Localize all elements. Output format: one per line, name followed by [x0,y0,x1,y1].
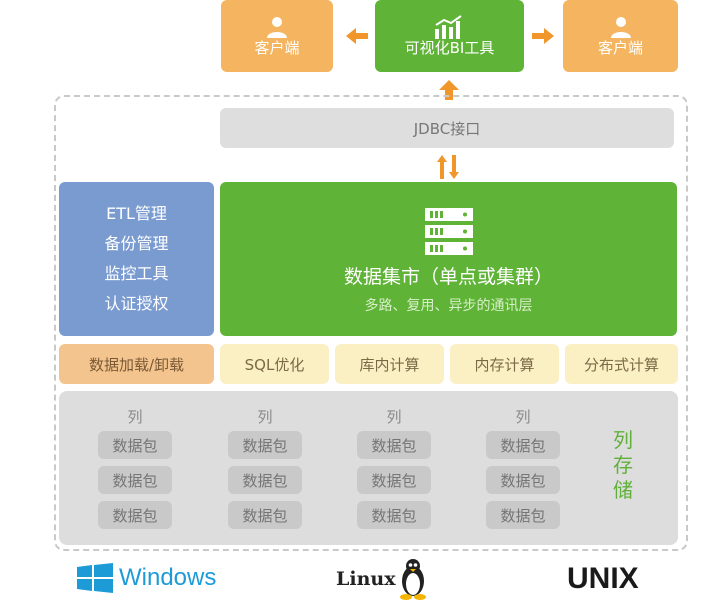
windows-logo: Windows [77,562,216,594]
windows-text: Windows [119,564,217,591]
column-store-char: 列 [613,428,633,452]
client-right-box: 客户端 [563,0,678,72]
management-item-monitor: 监控工具 [104,264,169,283]
data-packet: 数据包 [228,431,302,459]
data-packet: 数据包 [98,466,172,494]
data-load-unload: 数据加载/卸载 [59,344,214,384]
data-packet: 数据包 [486,431,560,459]
bidirectional-arrow-icon [437,155,459,179]
arrow-right-icon [532,28,554,44]
data-packet: 数据包 [228,466,302,494]
unix-text: UNIX [567,562,639,595]
feature-sql-optimize: SQL优化 [220,344,329,384]
storage-column-2: 列 数据包 数据包 数据包 [225,406,305,529]
arrow-left-icon [346,28,368,44]
management-item-backup: 备份管理 [104,234,169,253]
feature-in-db-compute: 库内计算 [335,344,444,384]
linux-logo: Linux [336,557,430,601]
data-mart-title: 数据集市（单点或集群） [343,266,553,288]
management-panel: ETL管理 备份管理 监控工具 认证授权 [59,182,214,336]
data-packet: 数据包 [98,431,172,459]
client-right-label: 客户端 [597,39,643,57]
column-header: 列 [127,408,143,426]
storage-column-1: 列 数据包 数据包 数据包 [95,406,175,529]
column-header: 列 [257,408,273,426]
storage-column-3: 列 数据包 数据包 数据包 [354,406,434,529]
data-mart-subtitle: 多路、复用、异步的通讯层 [364,298,533,314]
feature-distributed-compute: 分布式计算 [565,344,678,384]
column-store-char: 储 [613,478,633,502]
data-packet: 数据包 [357,466,431,494]
client-left-label: 客户端 [254,39,300,57]
management-item-etl: ETL管理 [106,204,167,223]
data-packet: 数据包 [98,501,172,529]
system-boundary [54,95,688,551]
arrow-up-icon [439,80,459,100]
user-icon [610,17,631,38]
data-packet: 数据包 [357,431,431,459]
data-packet: 数据包 [486,466,560,494]
column-header: 列 [386,408,402,426]
bi-tool-box: 可视化BI工具 [375,0,524,72]
jdbc-interface: JDBC接口 [220,108,674,148]
client-left-box: 客户端 [221,0,333,72]
server-icon [424,208,473,255]
data-packet: 数据包 [228,501,302,529]
data-packet: 数据包 [357,501,431,529]
storage-column-4: 列 数据包 数据包 数据包 [483,406,563,529]
linux-text: Linux [336,568,396,590]
bar-chart-icon [434,15,462,39]
penguin-icon [399,559,426,600]
data-mart-panel: 数据集市（单点或集群） 多路、复用、异步的通讯层 [220,182,677,336]
data-packet: 数据包 [486,501,560,529]
column-store-label: 列 存 储 [608,428,638,503]
user-icon [267,17,287,38]
column-header: 列 [515,408,531,426]
feature-memory-compute: 内存计算 [450,344,559,384]
bi-tool-label: 可视化BI工具 [404,39,495,57]
management-item-auth: 认证授权 [104,294,169,313]
column-store-char: 存 [613,453,633,477]
windows-logo-icon [77,563,113,593]
